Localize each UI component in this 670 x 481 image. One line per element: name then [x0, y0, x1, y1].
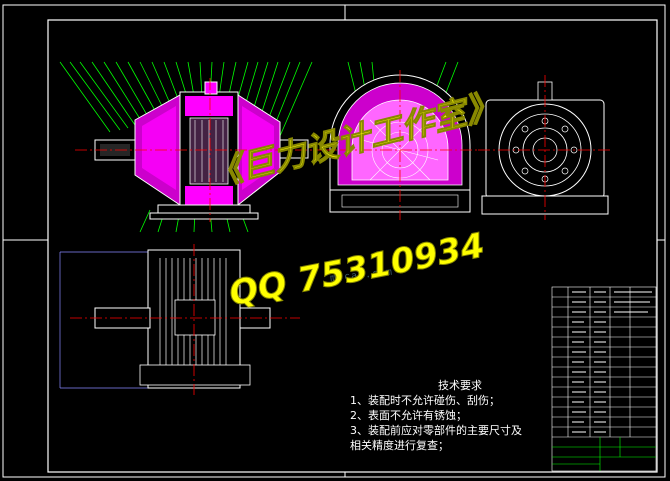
end-view [478, 75, 612, 220]
requirement-item: 3、装配前应对零部件的主要尺寸及 [350, 424, 522, 437]
requirement-item: 2、表面不允许有锈蚀； [350, 409, 467, 422]
top-view [59, 244, 300, 395]
side-section-view [320, 61, 480, 220]
drawing-frame-outer [2, 4, 666, 478]
requirement-item: 1、装配时不允许碰伤、刮伤； [350, 394, 500, 407]
parts-list-entries [572, 291, 652, 433]
requirement-item: 相关精度进行复查； [350, 439, 449, 452]
title-block [551, 286, 657, 472]
technical-requirements-title: 技术要求 [438, 379, 482, 392]
front-section-view [59, 61, 320, 233]
technical-requirements: 技术要求 1、装配时不允许碰伤、刮伤； 2、表面不允许有锈蚀； 3、装配前应对零… [350, 378, 522, 453]
drawing-frame-inner [47, 19, 658, 473]
